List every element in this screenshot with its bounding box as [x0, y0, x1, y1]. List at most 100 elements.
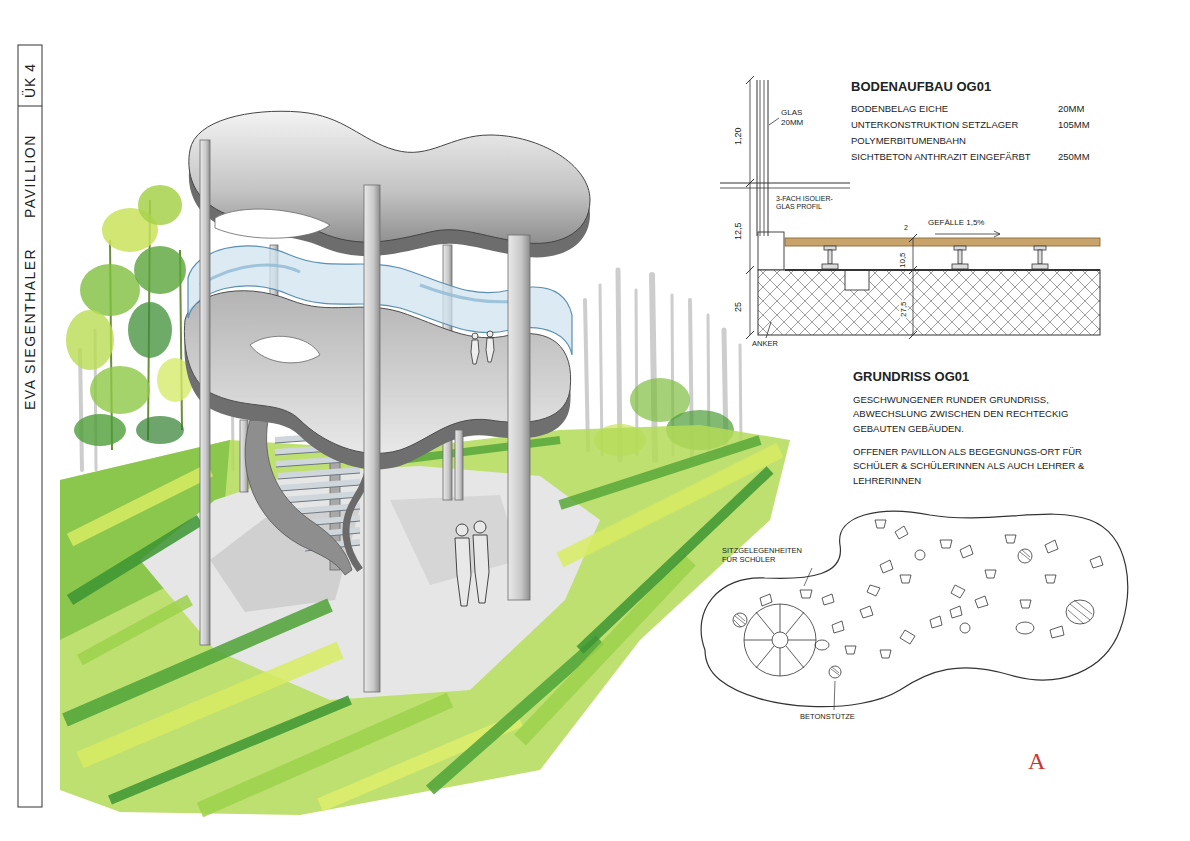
floor-plan: [760, 594, 772, 606]
floor-plan: [845, 646, 856, 654]
label-anchor: 20MM: [1058, 104, 1084, 115]
spiral-stair: [280, 482, 360, 488]
front-columns: [200, 140, 210, 645]
grass-strokes: [65, 440, 780, 810]
floor-plan: [1020, 600, 1031, 608]
grass-strokes: [80, 650, 340, 760]
floor-detail: [913, 238, 914, 335]
label-anchor: EVA SIEGENTHALER: [22, 248, 38, 410]
trees: [90, 366, 150, 414]
floor-detail: [954, 246, 966, 250]
layer-thickness: 105MM: [1058, 120, 1090, 131]
title-strip: [18, 106, 42, 107]
floor-detail: [935, 234, 1000, 235]
people-deck: [471, 340, 479, 364]
layer-name: POLYMERBITUMENBAHN: [851, 136, 966, 147]
dimension: 12,5: [733, 222, 743, 240]
callout-note: 3-FACH ISOLIER-GLAS PROFIL: [776, 195, 836, 212]
floor-plan: [744, 604, 816, 676]
label-anchor: OFFENER PAVILLON ALS BEGEGNUNGS-ORT FÜR …: [853, 445, 1118, 488]
callout-note: BETONSTÜTZE: [800, 713, 855, 722]
front-columns: [364, 185, 380, 692]
front-columns: [508, 235, 530, 600]
layer-name: UNTERKONSTRUKTION SETZLAGER: [851, 120, 1018, 131]
label-anchor: BETONSTÜTZE: [800, 713, 855, 722]
callout-note: ANKER: [752, 340, 778, 349]
floor-detail: [758, 232, 784, 270]
grass-strokes: [520, 560, 690, 740]
background-trees: [740, 345, 741, 445]
trees: [74, 414, 126, 446]
label-anchor: 25: [733, 302, 743, 312]
floor-detail: [760, 80, 761, 236]
floor-detail: [828, 250, 832, 264]
front-columns: [200, 140, 530, 692]
floor-plan: [1016, 622, 1034, 634]
floor-plan: [960, 545, 973, 558]
floor-detail: [958, 250, 962, 264]
label-anchor: GEFÄLLE 1,5%: [928, 218, 984, 227]
floor-plan: [829, 666, 841, 678]
trees: [66, 310, 114, 370]
floor-detail: [766, 322, 771, 338]
people-ground: [456, 524, 468, 536]
trees: [128, 302, 172, 358]
front-columns: [455, 430, 463, 500]
floor-plan: [822, 594, 834, 605]
spiral-stair: [278, 470, 360, 476]
label-anchor: 10,5: [898, 252, 907, 268]
floor-plan: [1020, 550, 1030, 560]
grade-mark: A: [1028, 748, 1045, 776]
layer-name: BODENBELAG EICHE: [851, 104, 948, 115]
floor-detail: [764, 80, 765, 236]
floor-plan: [832, 621, 844, 633]
people-deck: [487, 331, 493, 337]
grass-strokes: [110, 700, 350, 800]
floor-detail: [1034, 246, 1046, 250]
floor-plan: [880, 560, 893, 573]
spiral-stair: [283, 497, 360, 503]
floor-detail: [757, 80, 758, 236]
floor-plan: [985, 570, 996, 578]
roof-slab: [189, 111, 590, 243]
floor-plan: [834, 681, 835, 710]
floor-plan: [900, 630, 915, 644]
label-anchor: 3-FACH ISOLIER-GLAS PROFIL: [776, 195, 836, 212]
deck-slab: [250, 336, 320, 363]
floor-plan: [1045, 540, 1058, 553]
floor-detail: [1038, 250, 1042, 264]
floor-plan: [1045, 575, 1056, 583]
label-anchor: SITZGELEGENHEITEN FÜR SCHÜLER: [722, 546, 818, 564]
section-heading: BODENAUFBAU OG01: [851, 80, 991, 95]
floor-detail: [824, 246, 836, 250]
floor-detail: [720, 183, 850, 184]
floor-plan: [744, 604, 816, 676]
people-ground: [455, 521, 489, 606]
grass-strokes: [70, 470, 210, 540]
floor-plan: [951, 585, 965, 598]
floor-plan: [701, 511, 1128, 710]
trees: [134, 246, 186, 294]
floor-detail: [822, 264, 838, 269]
floor-detail: [994, 231, 1000, 237]
label-anchor: 2: [904, 224, 908, 232]
title-strip: [18, 45, 42, 807]
label-anchor: ANKER: [752, 340, 778, 349]
dimension: 1,20: [733, 127, 743, 145]
floor-plan: [867, 585, 880, 596]
floor-plan: [815, 640, 829, 650]
floor-plan: [733, 549, 1094, 678]
lawn: [60, 425, 790, 815]
floor-plan: [1066, 600, 1094, 624]
label-anchor: 27,5: [899, 300, 908, 318]
label-anchor: BODENBELAG EICHE: [851, 104, 948, 115]
people-ground: [474, 521, 486, 533]
people-deck: [486, 338, 494, 362]
label-anchor: 12,5: [733, 222, 743, 240]
floor-plan: [772, 632, 788, 648]
floor-plan: [880, 650, 891, 658]
trees: [136, 416, 184, 444]
layer-name: SICHTBETON ANTHRAZIT EINGEFÄRBT: [851, 152, 1031, 163]
